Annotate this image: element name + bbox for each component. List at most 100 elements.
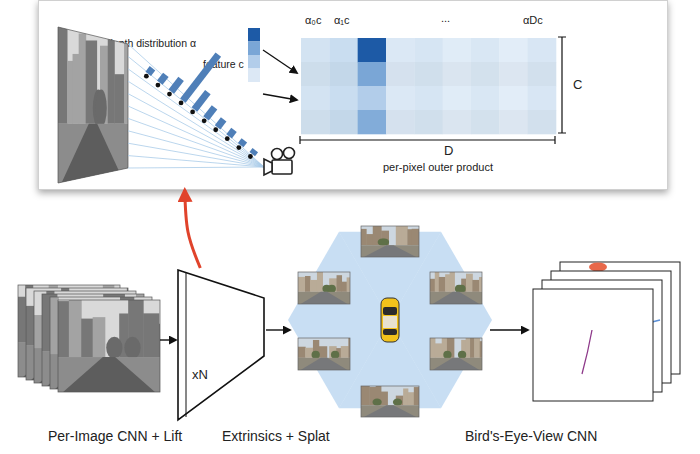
matrix-cell [386, 38, 415, 62]
photo-tree [455, 285, 463, 293]
photo-building [111, 301, 120, 354]
column-label: αDc [523, 14, 559, 27]
matrix-cell [471, 38, 500, 62]
photo-building [57, 293, 66, 342]
encoder-trapezoid [178, 270, 264, 420]
photo-building [49, 285, 58, 342]
photo-sky [26, 288, 128, 380]
input-image-stack [18, 278, 174, 392]
photo-road [39, 348, 131, 383]
matrix-cell [301, 62, 330, 86]
photo-sky [298, 338, 350, 370]
photo-building [26, 306, 36, 345]
camera-ray [128, 143, 264, 167]
depth-bin-dot [144, 74, 149, 79]
photo-building [124, 313, 136, 351]
dimension-label: D [444, 144, 464, 159]
bev-map [551, 271, 671, 383]
photo-building [103, 285, 115, 342]
matrix-cell [528, 62, 557, 86]
photo-road [433, 292, 480, 304]
matrix-cell [386, 62, 415, 86]
bev-output-illustration [533, 262, 680, 401]
depth-bin-bar [238, 138, 247, 147]
matrix-grid [301, 38, 556, 134]
photo-sky [50, 297, 152, 389]
ego-car [381, 298, 399, 342]
depth-bin-dot [202, 118, 207, 123]
photo-building [48, 312, 62, 345]
photo-building [472, 280, 479, 292]
photo-building [58, 317, 66, 355]
photo-sky [361, 386, 419, 417]
camera-body [272, 160, 292, 174]
street-photo [298, 338, 350, 370]
street-photo [430, 272, 482, 304]
photo-building [396, 226, 402, 245]
car-roof [383, 316, 397, 328]
photo-building [319, 346, 328, 358]
photo-ground [42, 351, 144, 386]
photo-frame [361, 226, 419, 257]
photo-sky [58, 27, 128, 183]
photo-tree [77, 331, 93, 353]
photo-building [442, 338, 448, 358]
photo-tree [312, 351, 320, 359]
photo-building [407, 229, 412, 245]
photo-building [73, 54, 80, 124]
street-photo [18, 285, 120, 377]
photo-building [127, 288, 128, 345]
matrix-cell [301, 86, 330, 110]
photo-building [36, 302, 49, 345]
flow-arrow [160, 339, 176, 340]
photo-building [18, 297, 26, 342]
depth-bin-bar [203, 105, 217, 120]
matrix-cell [329, 38, 358, 62]
depth-bin-bar [249, 148, 258, 156]
photo-building [120, 297, 134, 354]
camera-frustum [339, 232, 441, 320]
photo-building [119, 313, 128, 357]
photo-building [54, 314, 65, 348]
photo-tree [53, 328, 69, 350]
photo-building [61, 288, 69, 345]
photo-building [143, 313, 159, 357]
camera-frustum [339, 320, 441, 408]
photo-building [124, 39, 132, 124]
matrix-cell [443, 110, 472, 134]
photo-building [317, 272, 323, 292]
pointer-arrow [263, 50, 297, 73]
photo-tree [457, 285, 465, 293]
photo-building [470, 338, 475, 358]
photo-ground [361, 405, 419, 417]
matrix-cell [471, 62, 500, 86]
matrix-cell [471, 86, 500, 110]
feature-vector-cell [248, 28, 260, 42]
photo-building [412, 229, 419, 245]
photo-building [114, 314, 120, 342]
matrix-cell [301, 110, 330, 134]
photo-sky [58, 300, 160, 392]
photo-building [414, 387, 419, 405]
photo-road [433, 358, 480, 370]
photo-building [104, 294, 116, 348]
matrix-cell [358, 110, 387, 134]
photo-building [298, 347, 306, 358]
photo-building [88, 313, 103, 342]
matrix-cell [414, 86, 443, 110]
photo-tree [106, 337, 122, 359]
photo-ground [58, 357, 160, 392]
photo-frame [298, 272, 350, 304]
photo-building [366, 234, 373, 245]
photo-tree [45, 322, 61, 344]
photo-building [108, 20, 115, 124]
photo-tree [372, 398, 381, 405]
depth-bin-dot [156, 83, 161, 88]
camera-reel [272, 149, 283, 160]
camera-ray [128, 106, 264, 167]
photo-building [79, 33, 87, 123]
bev-lane-marks [604, 281, 612, 293]
photo-building [361, 386, 370, 405]
depth-bin-dot [167, 92, 172, 97]
photo-building [57, 298, 70, 351]
